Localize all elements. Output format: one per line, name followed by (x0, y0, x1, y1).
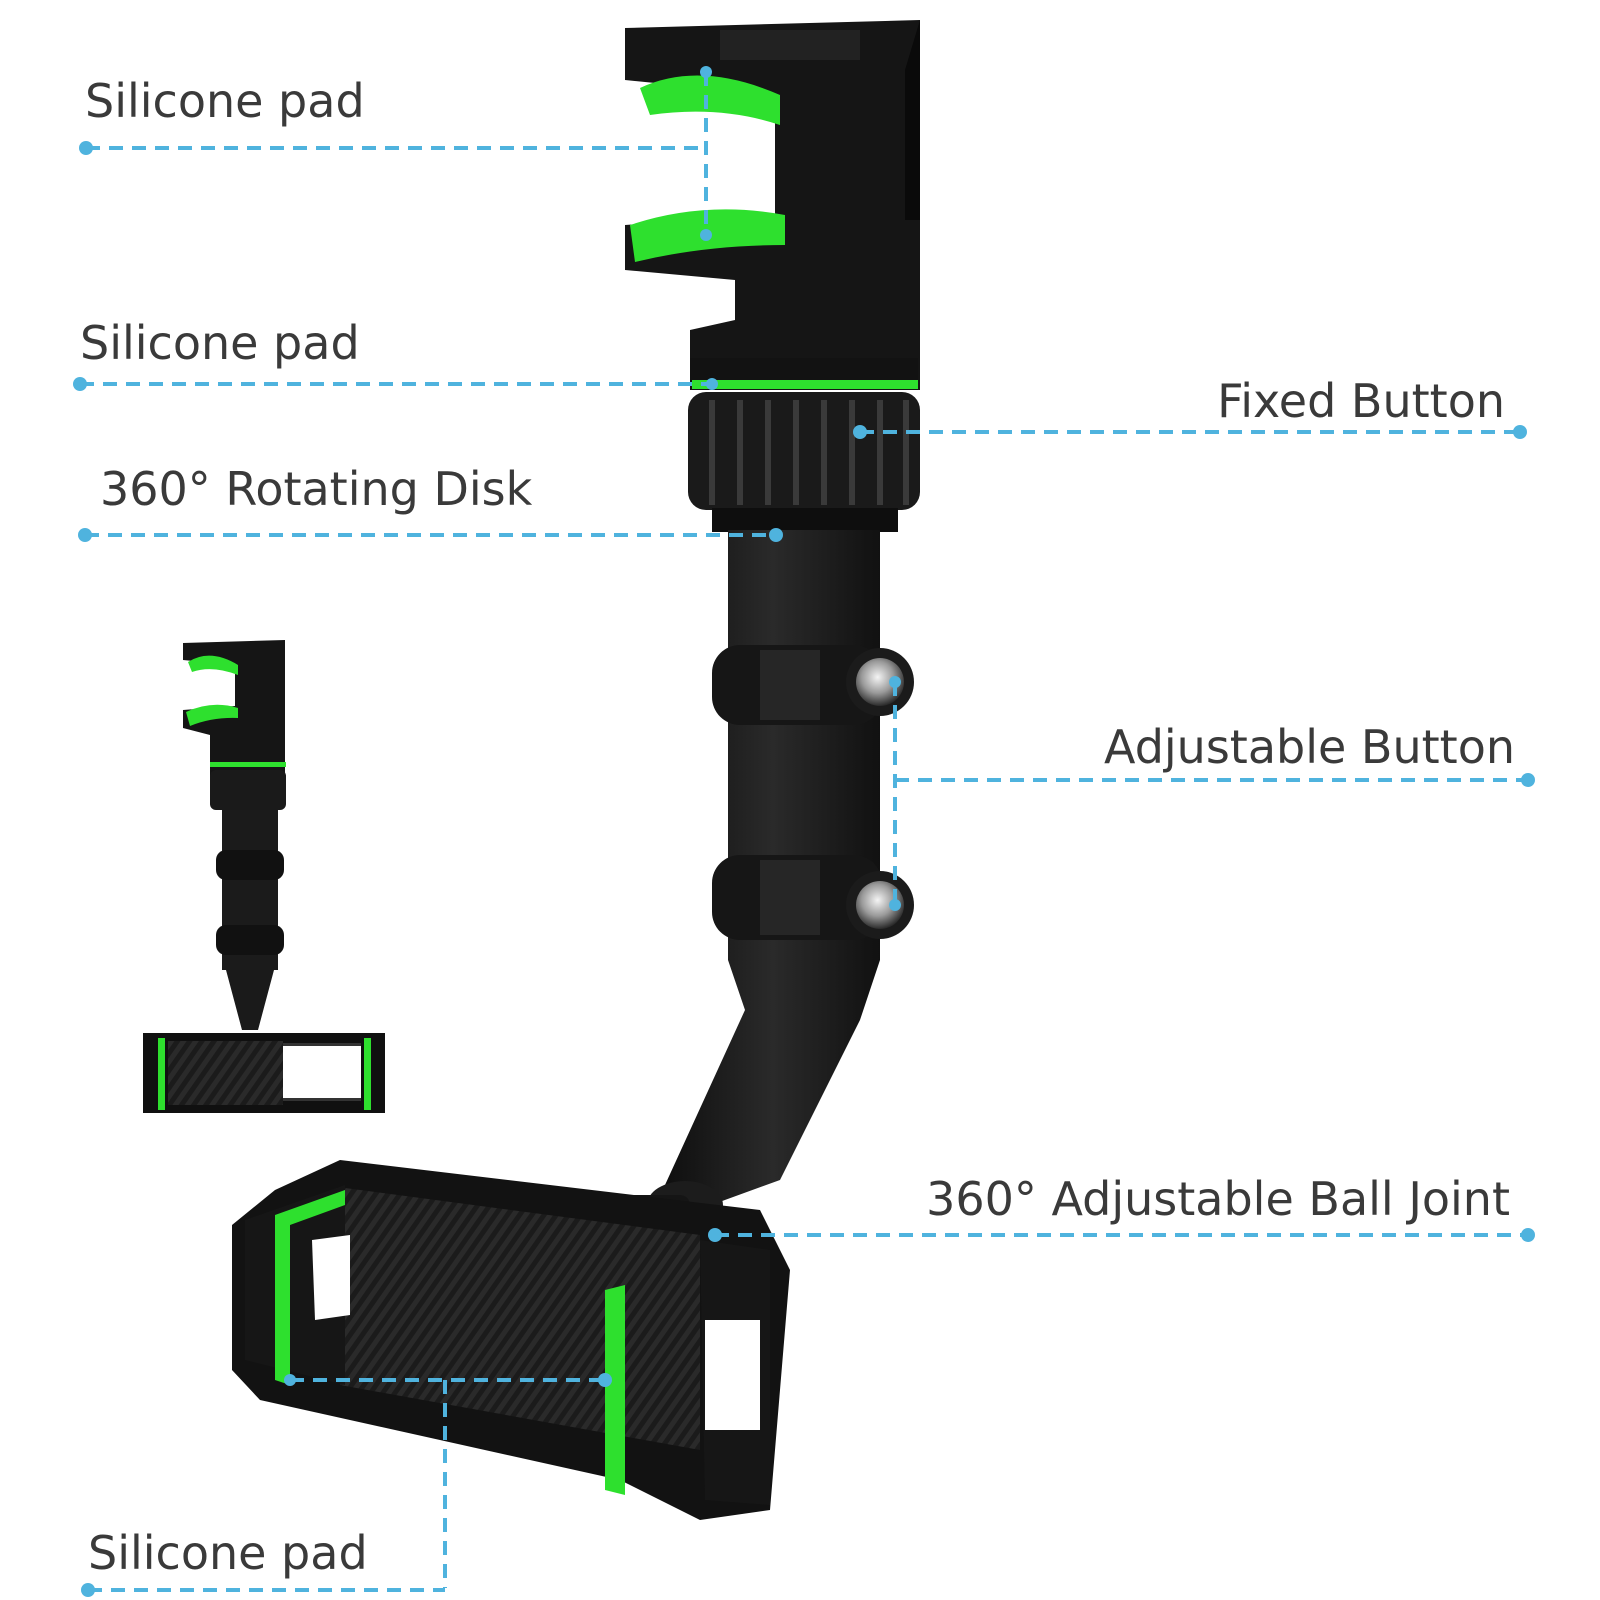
leader-lines (80, 72, 1528, 1592)
thumbnail-pad-top-icon (188, 655, 238, 675)
label-fixed-button: Fixed Button (1217, 374, 1505, 428)
phone-holder-main (232, 20, 920, 1520)
label-silicone-pad-bottom: Silicone pad (88, 1526, 368, 1580)
thumbnail-product (143, 640, 385, 1113)
label-adjustable-button: Adjustable Button (1104, 720, 1515, 774)
label-ball-joint: 360° Adjustable Ball Joint (926, 1172, 1510, 1226)
label-rotating-disk: 360° Rotating Disk (100, 462, 533, 516)
cradle-pad-left-icon (275, 1190, 345, 1385)
cradle-pad-right-icon (605, 1285, 625, 1495)
silicone-pad-top-icon (640, 75, 780, 125)
thumbnail-cradle-pad-right-icon (364, 1038, 371, 1110)
label-silicone-pad-mid: Silicone pad (80, 316, 360, 370)
adjustable-knob-lower-icon (846, 871, 914, 939)
green-ring-icon (692, 380, 918, 389)
thumbnail-pad-mid-icon (186, 704, 238, 726)
thumbnail-ring-icon (210, 762, 286, 767)
thumbnail-cradle-pad-left-icon (158, 1038, 165, 1110)
adjustable-knob-upper-icon (846, 648, 914, 716)
label-silicone-pad-top: Silicone pad (85, 74, 365, 128)
adjustable-arm (665, 530, 882, 1220)
rotating-collar (688, 358, 920, 532)
leader-dots (73, 66, 1535, 1597)
top-clamp (625, 20, 920, 390)
phone-cradle (232, 1160, 790, 1520)
